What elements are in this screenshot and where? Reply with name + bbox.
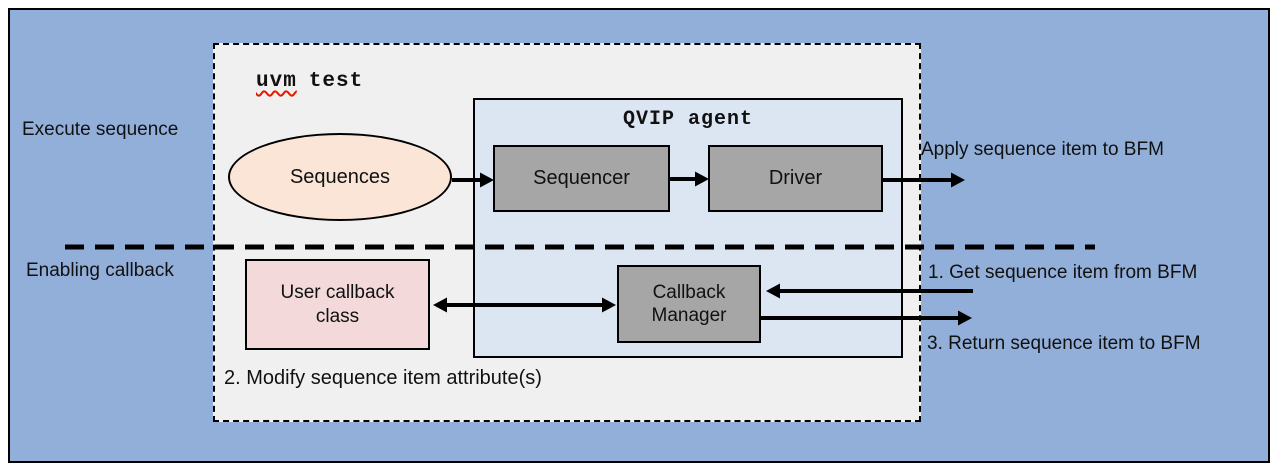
apply-sequence-item-annotation: Apply sequence item to BFM <box>921 139 1164 160</box>
sequencer-node: Sequencer <box>493 145 670 212</box>
return-sequence-item-annotation: 3. Return sequence item to BFM <box>927 333 1201 354</box>
modify-sequence-item-annotation: 2. Modify sequence item attribute(s) <box>224 367 542 389</box>
sequences-node: Sequences <box>228 133 452 221</box>
driver-node: Driver <box>708 145 883 212</box>
user-callback-class-node: User callback class <box>245 259 430 350</box>
get-sequence-item-annotation: 1. Get sequence item from BFM <box>928 262 1198 283</box>
qvip-agent-title: QVIP agent <box>622 108 754 131</box>
uvm-word-spellchecked: uvm <box>256 70 297 93</box>
qvip-agent-container-box <box>473 98 903 358</box>
enabling-callback-lane-label: Enabling callback <box>26 260 174 281</box>
test-word: test <box>308 70 364 93</box>
callback-manager-node: Callback Manager <box>617 265 761 343</box>
execute-sequence-lane-label: Execute sequence <box>22 119 179 140</box>
